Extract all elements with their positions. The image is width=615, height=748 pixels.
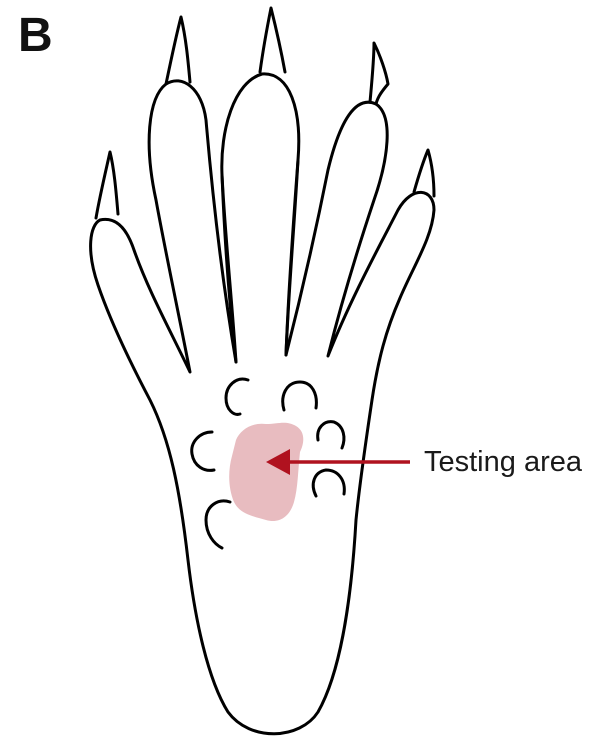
testing-area-region [229,423,303,521]
claw-1 [96,152,118,218]
claw-3 [260,8,285,72]
claw-2 [166,17,190,84]
testing-area-label: Testing area [424,448,582,477]
footpad-5 [206,501,230,548]
footpad-6 [313,470,344,496]
footpad-1 [226,379,248,414]
footpad-3 [192,432,214,470]
panel-label: B [18,12,53,60]
footpad-4 [318,422,344,448]
claw-4 [370,43,388,104]
paw-outline [91,74,434,734]
claw-5 [414,150,434,196]
footpad-2 [283,382,317,410]
